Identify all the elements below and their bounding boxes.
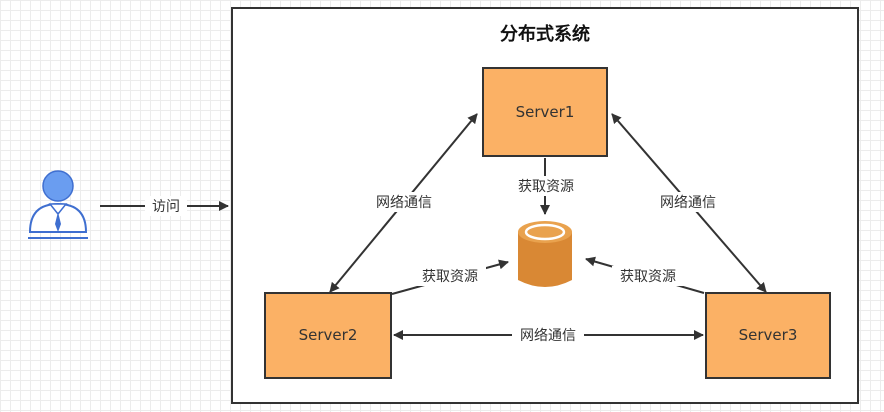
server1-node[interactable]: Server1	[482, 67, 608, 157]
fetch-s3-label: 获取资源	[620, 269, 676, 285]
server3-label: Server3	[739, 326, 798, 344]
fetch-s2-label: 获取资源	[422, 269, 478, 285]
system-title: 分布式系统	[500, 23, 590, 45]
database-cylinder-icon	[518, 221, 572, 287]
access-label: 访问	[152, 199, 180, 215]
server3-node[interactable]: Server3	[705, 292, 831, 379]
net-s2-s3-label: 网络通信	[520, 328, 576, 344]
user-icon	[28, 170, 88, 239]
net-s1-s2-label: 网络通信	[376, 195, 432, 211]
fetch-s1-label: 获取资源	[518, 179, 574, 195]
server2-node[interactable]: Server2	[264, 292, 392, 379]
server1-label: Server1	[516, 103, 575, 121]
net-s1-s3-label: 网络通信	[660, 195, 716, 211]
server2-label: Server2	[299, 326, 358, 344]
